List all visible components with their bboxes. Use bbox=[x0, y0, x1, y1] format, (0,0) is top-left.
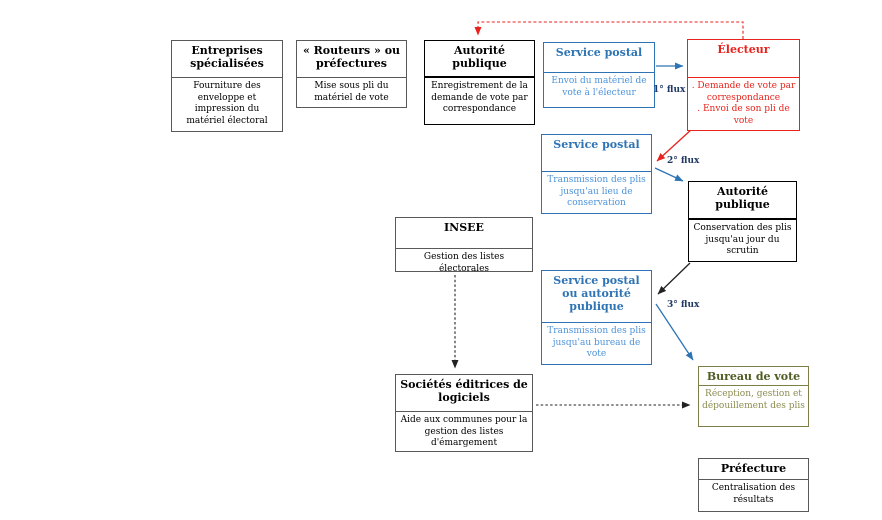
node-body: Réception, gestion et dépouillement des … bbox=[702, 389, 805, 411]
node-autorite-publique-conservation: Autorité publique Conservation des plis … bbox=[688, 181, 797, 262]
node-body: Transmission des plis jusqu'au bureau de… bbox=[547, 326, 646, 360]
label-flux-1: 1° flux bbox=[653, 85, 686, 95]
node-body: Enregistrement de la demande de vote par… bbox=[431, 81, 528, 115]
node-service-postal-envoi: Service postal Envoi du matériel de vote… bbox=[543, 42, 655, 108]
node-body: . Demande de vote par correspondance . E… bbox=[688, 78, 799, 130]
node-body: Aide aux communes pour la gestion des li… bbox=[400, 415, 528, 449]
arrow-autorite2-to-service3 bbox=[657, 262, 691, 295]
arrow-flux3-service3-to-bureau bbox=[655, 303, 694, 361]
node-title: Autorité publique bbox=[425, 41, 534, 78]
node-title: Entreprises spécialisées bbox=[172, 41, 282, 78]
node-routeurs-ou-prefectures: « Routeurs » ou préfectures Mise sous pl… bbox=[296, 40, 407, 108]
node-autorite-publique-enregistrement: Autorité publique Enregistrement de la d… bbox=[424, 40, 535, 125]
node-title: Bureau de vote bbox=[699, 367, 808, 386]
node-body: Centralisation des résultats bbox=[711, 483, 796, 505]
node-title: Service postal bbox=[544, 43, 654, 73]
node-prefecture: Préfecture Centralisation des résultats bbox=[698, 458, 809, 512]
node-bureau-de-vote: Bureau de vote Réception, gestion et dép… bbox=[698, 366, 809, 427]
node-body: Conservation des plis jusqu'au jour du s… bbox=[693, 223, 792, 257]
arrow-flux2-service2-to-autorite2 bbox=[654, 167, 684, 182]
node-title: Électeur bbox=[688, 40, 799, 78]
node-insee: INSEE Gestion des listes électorales bbox=[395, 217, 533, 274]
node-title: Service postal bbox=[542, 135, 651, 172]
node-body: Envoi du matériel de vote à l'électeur bbox=[551, 76, 647, 98]
node-title: Préfecture bbox=[699, 459, 808, 480]
electeur-body-line-2: . Envoi de son pli de vote bbox=[697, 104, 790, 127]
node-body: Gestion des listes électorales bbox=[423, 252, 505, 274]
electeur-body-line-1: . Demande de vote par correspondance bbox=[691, 81, 796, 103]
node-body: Fourniture des enveloppe et impression d… bbox=[186, 81, 268, 127]
node-entreprises-specialisees: Entreprises spécialisées Fourniture des … bbox=[171, 40, 283, 132]
node-service-postal-ou-autorite: Service postal ou autorité publique Tran… bbox=[541, 270, 652, 365]
node-title: INSEE bbox=[396, 218, 532, 249]
node-body: Mise sous pli du matériel de vote bbox=[314, 81, 389, 103]
node-service-postal-transmission: Service postal Transmission des plis jus… bbox=[541, 134, 652, 214]
node-body: Transmission des plis jusqu'au lieu de c… bbox=[547, 175, 646, 209]
node-title: Sociétés éditrices de logiciels bbox=[396, 375, 532, 412]
node-title: Autorité publique bbox=[689, 182, 796, 220]
node-title: Service postal ou autorité publique bbox=[542, 271, 651, 323]
label-flux-3: 3° flux bbox=[667, 300, 700, 310]
node-societes-editrices-logiciels: Sociétés éditrices de logiciels Aide aux… bbox=[395, 374, 533, 452]
dashed-arrow-electeur-to-autorite bbox=[474, 21, 744, 39]
label-flux-2: 2° flux bbox=[667, 156, 700, 166]
node-title: « Routeurs » ou préfectures bbox=[297, 41, 406, 78]
node-electeur: Électeur . Demande de vote par correspon… bbox=[687, 39, 800, 131]
